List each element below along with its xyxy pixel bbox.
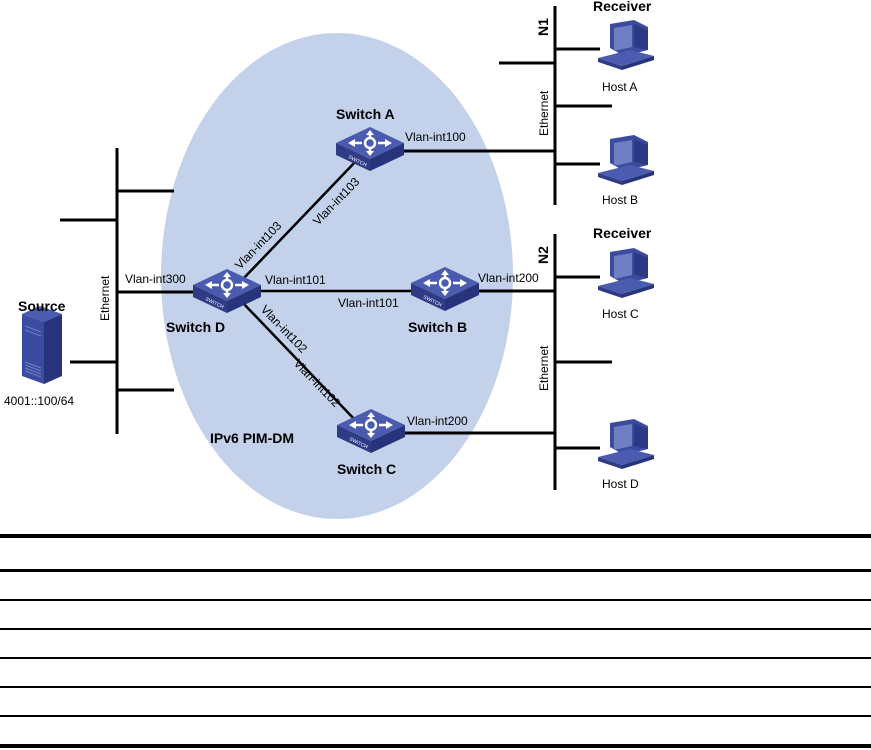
host-c-label: Host C xyxy=(602,307,639,321)
link-d-a xyxy=(242,159,358,280)
table-bottom-rule xyxy=(0,744,871,748)
host-pc-icon xyxy=(598,20,654,70)
host-a-label: Host A xyxy=(602,80,637,94)
receiver-n1-label: Receiver xyxy=(593,0,652,14)
table-top-rule xyxy=(0,534,871,538)
if-a-n1: Vlan-int100 xyxy=(405,130,466,144)
table-row-rule xyxy=(0,715,871,717)
receiver-n2-label: Receiver xyxy=(593,225,652,241)
n1-ethernet-label: Ethernet xyxy=(537,90,551,136)
if-d-lan: Vlan-int300 xyxy=(125,272,186,286)
pim-dm-domain xyxy=(161,33,513,519)
source-ethernet-label: Ethernet xyxy=(98,275,112,321)
if-c-n2: Vlan-int200 xyxy=(407,414,468,428)
n2-label: N2 xyxy=(535,246,551,264)
table-row-rule xyxy=(0,686,871,688)
n1-label: N1 xyxy=(535,18,551,36)
n2-ethernet-label: Ethernet xyxy=(537,345,551,391)
switch-c-label: Switch C xyxy=(337,461,396,477)
switch-b-label: Switch B xyxy=(408,319,467,335)
host-pc-icon xyxy=(598,419,654,469)
if-b-d: Vlan-int101 xyxy=(338,296,399,310)
pim-dm-label: IPv6 PIM-DM xyxy=(210,430,294,446)
table-row-rule xyxy=(0,657,871,659)
source-title: Source xyxy=(18,298,66,314)
if-d-b: Vlan-int101 xyxy=(265,273,326,287)
table-header-rule xyxy=(0,569,871,572)
table-row-rule xyxy=(0,599,871,601)
switch-d-label: Switch D xyxy=(166,319,225,335)
host-b-label: Host B xyxy=(602,193,638,207)
switch-a-label: Switch A xyxy=(336,106,395,122)
host-pc-icon xyxy=(598,135,654,185)
host-d-label: Host D xyxy=(602,477,639,491)
source-address: 4001::100/64 xyxy=(4,394,74,408)
host-pc-icon xyxy=(598,248,654,298)
table-row-rule xyxy=(0,628,871,630)
if-b-n2: Vlan-int200 xyxy=(478,271,539,285)
server-icon xyxy=(21,305,63,385)
network-diagram: SWITCH Ethernet Source 4001::100/64 xyxy=(4,0,654,519)
link-d-c xyxy=(242,302,358,423)
